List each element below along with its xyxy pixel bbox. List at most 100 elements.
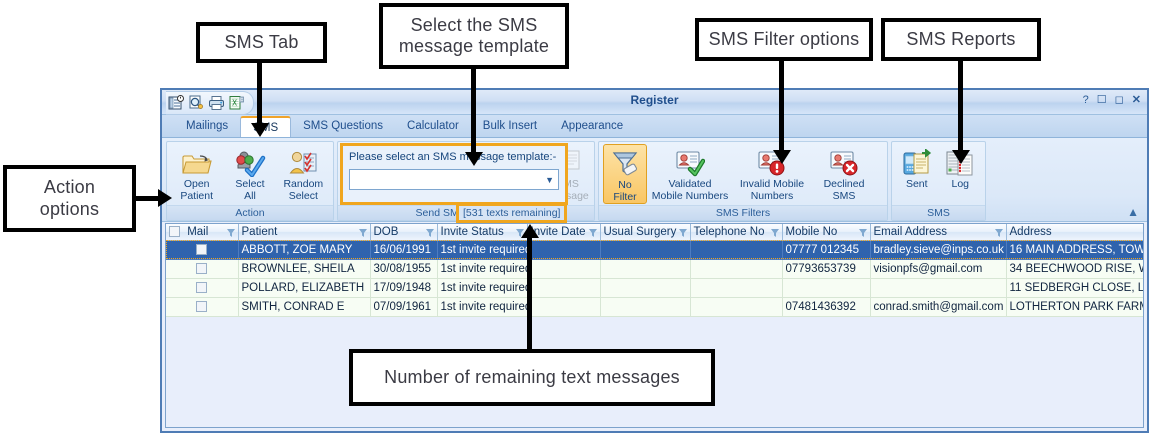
arrowhead-sms-filters: [773, 150, 791, 164]
col-label: Address: [1009, 225, 1052, 238]
arrowhead-texts-remaining: [521, 224, 539, 238]
cell-patient: BROWNLEE, SHEILA: [238, 259, 371, 279]
chevron-up-icon[interactable]: ▲: [1127, 205, 1139, 219]
arrowhead-sms-reports: [952, 150, 970, 164]
arrowhead-action-options: [158, 189, 172, 207]
print-preview-icon[interactable]: [188, 95, 205, 111]
title-bar: X Register ? ☐ ◻ ✕: [162, 90, 1147, 115]
register-window: X Register ? ☐ ◻ ✕ Mailings SMS SMS Ques…: [160, 88, 1149, 433]
select-all-button[interactable]: Select All: [224, 144, 275, 202]
close-icon[interactable]: ✕: [1131, 94, 1141, 106]
random-select-icon: [287, 147, 319, 177]
cell-usual-surgery: [600, 278, 691, 298]
contact-declined-icon: [829, 147, 859, 177]
ribbon-tab-strip: Mailings SMS SMS Questions Calculator Bu…: [162, 115, 1147, 138]
table-row[interactable]: BROWNLEE, SHEILA 30/08/1955 1st invite r…: [166, 259, 1143, 279]
col-header-address[interactable]: Address: [1006, 224, 1143, 241]
arrowhead-sms-tab: [251, 123, 269, 137]
patient-grid[interactable]: Mail Patient DOB: [165, 223, 1144, 428]
col-header-invite-status[interactable]: Invite Status: [437, 224, 528, 241]
tab-appearance[interactable]: Appearance: [561, 120, 624, 132]
maximize-icon[interactable]: ◻: [1114, 94, 1124, 106]
random-select-button[interactable]: Random Select: [278, 144, 329, 202]
table-row[interactable]: ABBOTT, ZOE MARY 16/06/1991 1st invite r…: [166, 240, 1143, 260]
col-header-invite-date[interactable]: Invite Date: [527, 224, 601, 241]
callout-text: SMS Reports: [906, 28, 1016, 49]
row-checkbox[interactable]: [196, 281, 208, 293]
chevron-down-icon[interactable]: ▼: [545, 174, 554, 185]
filter-icon[interactable]: [226, 228, 235, 240]
filter-icon[interactable]: [678, 228, 687, 240]
col-header-mobile-no[interactable]: Mobile No: [782, 224, 871, 241]
cell-invite-date: [527, 259, 601, 279]
callout-text: SMS Filter options: [708, 28, 860, 49]
cell-usual-surgery: [600, 240, 691, 260]
cell-mail[interactable]: [166, 278, 239, 298]
filter-icon[interactable]: [770, 228, 779, 240]
contact-check-icon: [675, 147, 705, 177]
row-checkbox[interactable]: [196, 243, 208, 255]
select-all-label: Select All: [235, 178, 265, 202]
declined-sms-label: Declined SMS: [823, 178, 865, 202]
tab-sms-questions[interactable]: SMS Questions: [303, 120, 384, 132]
table-row[interactable]: SMITH, CONRAD E 07/09/1961 1st invite re…: [166, 297, 1143, 317]
open-patient-button[interactable]: Open Patient: [171, 144, 222, 202]
register-icon[interactable]: [168, 95, 185, 111]
tab-mailings[interactable]: Mailings: [186, 120, 229, 132]
col-header-telephone-no[interactable]: Telephone No: [690, 224, 783, 241]
cell-invite-status: 1st invite required: [437, 259, 528, 279]
col-label: Mail: [187, 225, 209, 238]
quick-access-toolbar: X: [166, 91, 254, 115]
excel-export-icon[interactable]: X: [228, 95, 245, 111]
callout-text: SMS Tab: [224, 31, 299, 52]
sent-sms-icon: [902, 147, 932, 177]
col-header-mail[interactable]: Mail: [166, 224, 239, 241]
filter-icon[interactable]: [588, 228, 597, 240]
filter-icon[interactable]: [994, 228, 1003, 240]
validated-mobile-numbers-button[interactable]: Validated Mobile Numbers: [649, 144, 731, 202]
window-controls: ? ☐ ◻ ✕: [1083, 94, 1141, 106]
invalid-mobile-numbers-label: Invalid Mobile Numbers: [739, 178, 805, 202]
col-label: Telephone No: [693, 225, 765, 238]
callout-sms-tab: SMS Tab: [196, 22, 327, 63]
row-checkbox[interactable]: [196, 262, 208, 274]
svg-text:X: X: [232, 99, 237, 108]
restore-icon[interactable]: ☐: [1096, 94, 1107, 106]
cell-mail[interactable]: [166, 259, 239, 279]
select-all-checkbox[interactable]: [169, 226, 180, 238]
cell-telephone-no: [690, 278, 783, 298]
filter-icon[interactable]: [858, 228, 867, 240]
cell-mobile-no: 07793653739: [782, 259, 871, 279]
col-header-email-address[interactable]: Email Address: [870, 224, 1007, 241]
open-folder-icon: [181, 147, 213, 177]
no-filter-button[interactable]: No Filter: [603, 144, 647, 204]
callout-sms-template: Select the SMS message template: [379, 3, 569, 69]
col-label: Mobile No: [785, 225, 838, 238]
cell-telephone-no: [690, 240, 783, 260]
callout-text: Action options: [39, 177, 100, 219]
filter-icon[interactable]: [358, 228, 367, 240]
tab-calculator[interactable]: Calculator: [407, 120, 459, 132]
sent-button[interactable]: Sent: [896, 144, 938, 191]
texts-remaining-badge: [531 texts remaining]: [456, 203, 568, 223]
print-icon[interactable]: [208, 95, 225, 111]
col-header-patient[interactable]: Patient: [238, 224, 371, 241]
table-row[interactable]: POLLARD, ELIZABETH 17/09/1948 1st invite…: [166, 278, 1143, 298]
cell-telephone-no: [690, 297, 783, 317]
callout-texts-remaining: Number of remaining text messages: [349, 349, 715, 406]
cell-address: 16 MAIN ADDRESS, TOWN, SW18 2: [1006, 240, 1143, 260]
invalid-mobile-numbers-button[interactable]: Invalid Mobile Numbers: [733, 144, 811, 202]
sms-template-combobox[interactable]: ▼: [349, 169, 559, 190]
row-checkbox[interactable]: [196, 300, 208, 312]
ribbon-group-sms: Sent: [891, 141, 986, 221]
tab-bulk-insert[interactable]: Bulk Insert: [482, 120, 538, 132]
help-icon[interactable]: ?: [1082, 94, 1089, 106]
col-header-dob[interactable]: DOB: [370, 224, 438, 241]
declined-sms-button[interactable]: Declined SMS: [813, 144, 875, 202]
col-label: DOB: [373, 225, 399, 238]
filter-icon[interactable]: [425, 228, 434, 240]
cell-mail[interactable]: [166, 240, 239, 260]
col-header-usual-surgery[interactable]: Usual Surgery: [600, 224, 691, 241]
cell-dob: 17/09/1948: [370, 278, 438, 298]
cell-mail[interactable]: [166, 297, 239, 317]
